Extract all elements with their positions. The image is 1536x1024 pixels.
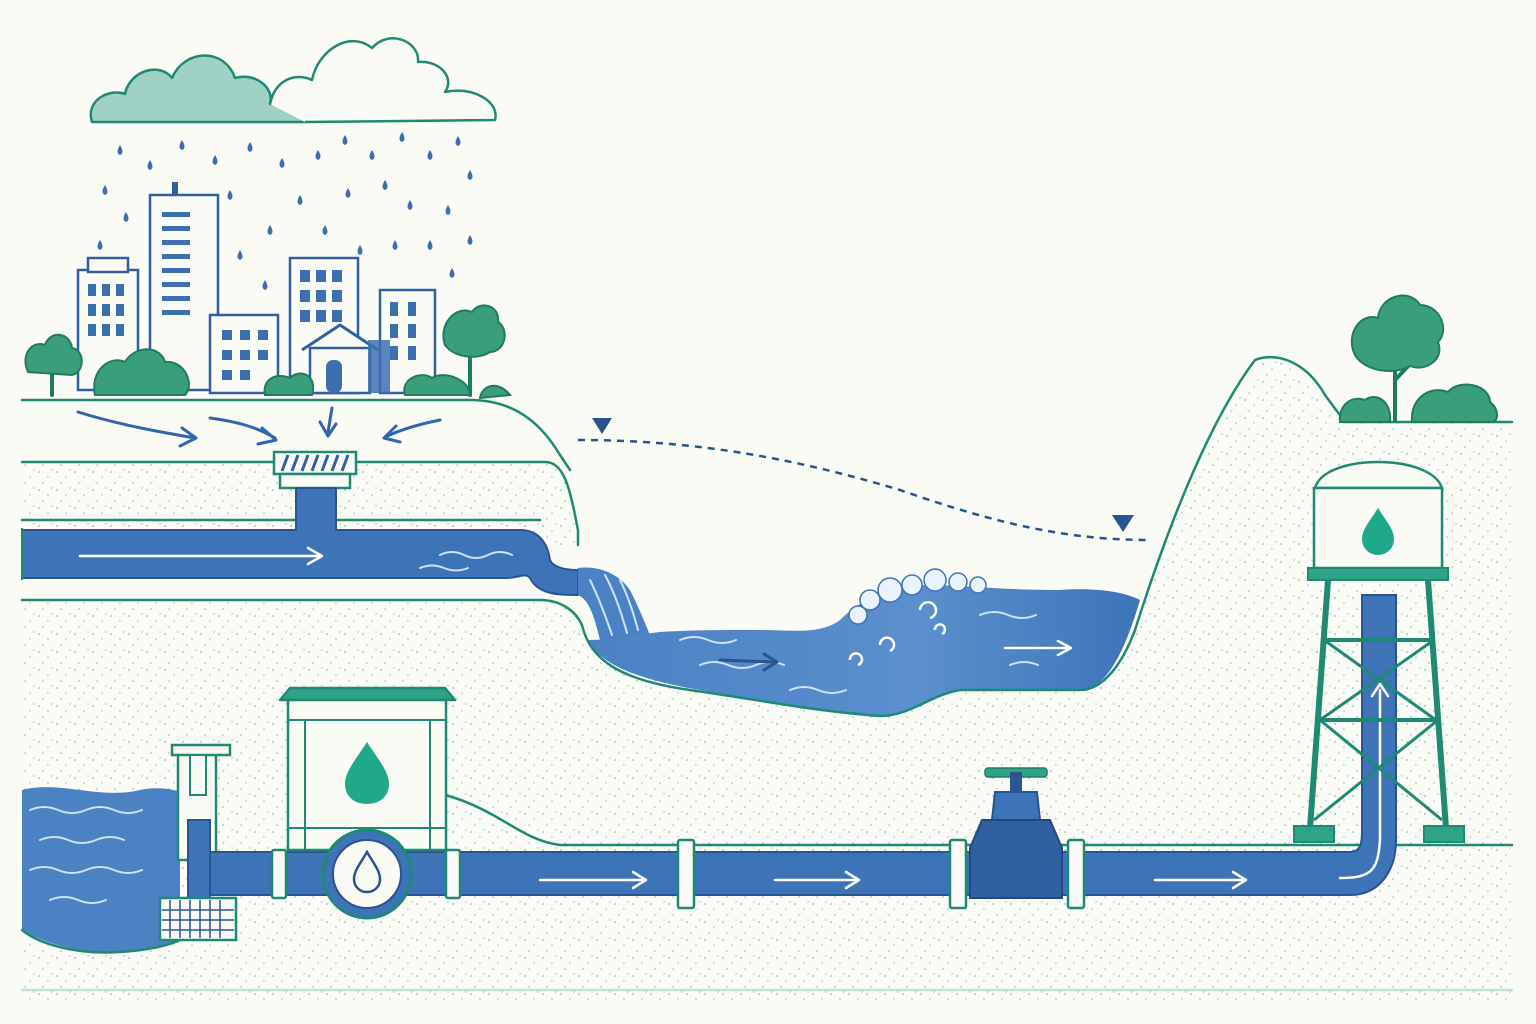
tree-icon [93,348,190,396]
flow-arrow-icon [718,652,779,672]
hill-trees [1338,294,1498,423]
flow-arrow-icon [78,546,324,566]
flow-arrow-icon [1153,870,1248,890]
flow-arrow-icon [1003,639,1073,657]
water-tower-icon [1293,460,1465,843]
flow-arrow-icon [76,410,198,448]
water-level-marker-icon [592,418,612,434]
building-icon [208,313,280,395]
tree-icon [1410,383,1498,423]
storm-drain-grate-icon [272,450,358,490]
flow-arrow-icon [382,418,442,444]
rain-drop-icon [97,132,473,290]
tree-icon [403,304,512,400]
pump-station-icon [278,686,457,920]
flow-arrow-icon [773,870,861,890]
intake-structure [158,743,238,942]
valve-icon [969,767,1063,899]
flow-arrow-icon [208,416,278,446]
hydraulic-grade-line [577,418,1151,542]
rain [97,132,473,290]
tree-icon [24,333,83,397]
flow-arrow-icon [1370,682,1390,698]
water-drop-icon [345,742,389,804]
tree-icon [263,372,315,396]
flow-arrow-icon [538,870,648,890]
water-drop-icon [1362,508,1394,555]
pipe-flanges [270,838,1086,910]
water-level-marker-icon [1112,515,1134,532]
house-icon [301,323,390,395]
cloud-icon [89,54,307,124]
reservoir [20,787,182,954]
tree-icon [1350,294,1445,422]
tree-icon [1338,395,1392,423]
water-drop-icon [352,849,382,894]
runoff-arrows [76,406,442,448]
cloud-icon [268,37,497,124]
flow-arrow-icon [318,406,338,438]
river [578,567,1140,718]
city [24,182,512,400]
intake-screen [158,896,238,942]
